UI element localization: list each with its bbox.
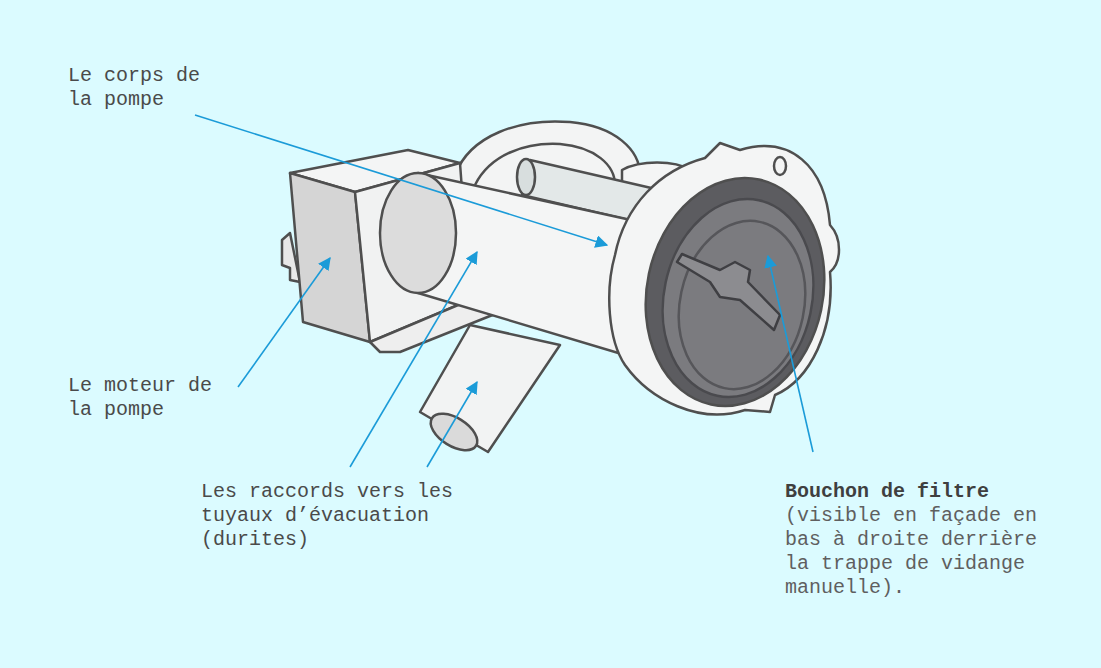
leader-line bbox=[350, 252, 477, 467]
part-label: Le moteur de la pompe bbox=[68, 374, 228, 422]
filter-callout: (visible en façade en bas à droite derri… bbox=[785, 504, 1065, 600]
leader-line bbox=[427, 382, 477, 467]
leader-line bbox=[768, 256, 813, 452]
leader-line bbox=[238, 258, 330, 387]
filter-callout: Bouchon de filtre bbox=[785, 480, 1065, 504]
leader-line bbox=[195, 115, 607, 245]
part-label: Les raccords vers les tuyaux d’évacuatio… bbox=[201, 480, 463, 552]
part-label: Le corps de la pompe bbox=[68, 64, 218, 112]
